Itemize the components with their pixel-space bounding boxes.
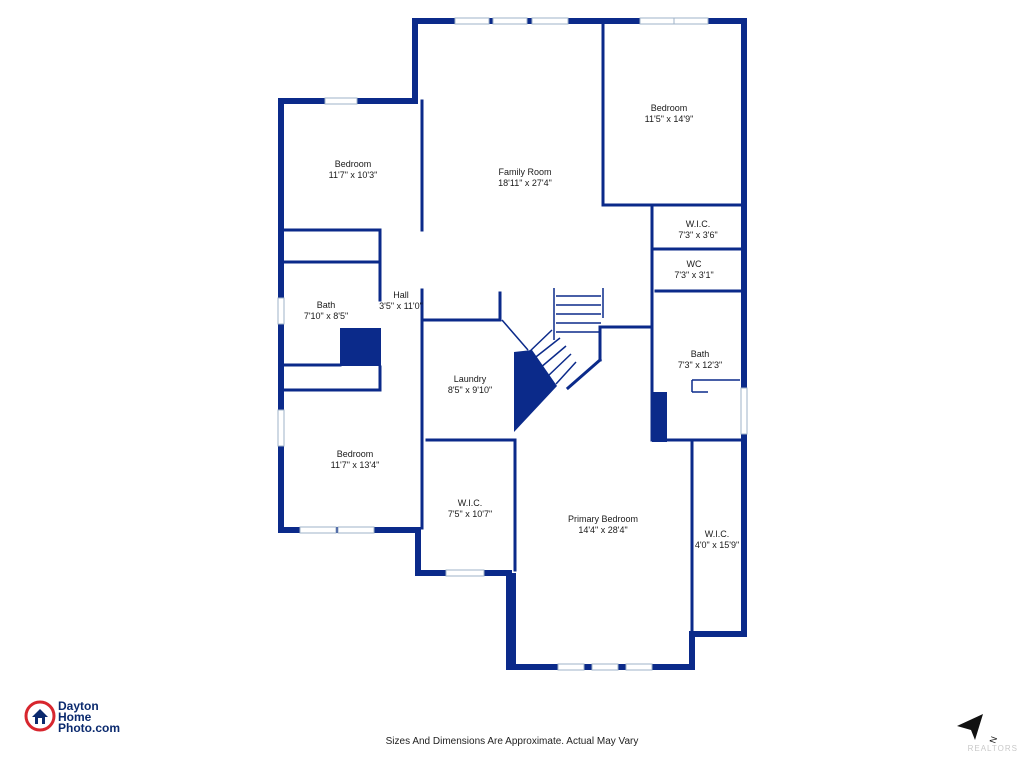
- room-dims: 7'3" x 3'1": [674, 270, 714, 280]
- window: [445, 569, 485, 577]
- room-dims: 8'5" x 9'10": [447, 385, 493, 395]
- solid-wall-bath: [340, 328, 381, 366]
- wall-fills: [340, 328, 667, 667]
- stair-line: [526, 329, 553, 355]
- room-label-wic-2: W.I.C. 7'5" x 10'7": [448, 498, 492, 520]
- room-name: Laundry: [453, 374, 487, 384]
- stair-line: [547, 353, 572, 377]
- room-dims: 14'4" x 28'4": [578, 525, 628, 535]
- logo-line-2: Home: [58, 710, 92, 724]
- window: [277, 297, 285, 325]
- room-label-hall: Hall 3'5" x 11'0": [379, 290, 423, 312]
- window: [557, 663, 585, 671]
- windows: [277, 17, 748, 671]
- house-logo-icon: [24, 700, 56, 732]
- logo-text: Dayton Home Photo.com: [58, 699, 120, 735]
- room-dims: 7'10" x 8'5": [303, 311, 349, 321]
- room-label-bath-1: Bath 7'10" x 8'5": [304, 300, 348, 322]
- room-dims: 11'5" x 14'9": [644, 114, 694, 124]
- compass-label: N: [988, 735, 1000, 745]
- window: [531, 17, 569, 25]
- room-name: WC: [686, 259, 702, 269]
- room-dims: 4'0" x 15'9": [694, 540, 740, 550]
- room-name: Primary Bedroom: [567, 514, 639, 524]
- solid-wall-stair: [514, 350, 557, 432]
- room-name: Bedroom: [650, 103, 688, 113]
- watermark: REALTORS: [967, 744, 1018, 753]
- room-label-bath-2: Bath 7'3" x 12'3": [678, 349, 722, 371]
- stair-line: [501, 319, 529, 351]
- room-dims: 11'7" x 10'3": [328, 170, 378, 180]
- room-label-wic-1: W.I.C. 7'3" x 3'6": [678, 219, 717, 241]
- room-dims: 7'3" x 3'6": [678, 230, 718, 240]
- room-label-laundry: Laundry 8'5" x 9'10": [448, 374, 492, 396]
- window: [454, 17, 490, 25]
- window: [591, 663, 619, 671]
- north-arrow-icon: N: [957, 714, 1000, 745]
- room-label-bedroom-1: Bedroom 11'7" x 10'3": [329, 159, 378, 181]
- room-label-primary-bedroom: Primary Bedroom 14'4" x 28'4": [568, 514, 638, 536]
- room-name: Family Room: [498, 167, 552, 177]
- room-name: W.I.C.: [457, 498, 483, 508]
- room-label-bedroom-3: Bedroom 11'7" x 13'4": [331, 449, 380, 471]
- room-name: Bath: [316, 300, 336, 310]
- window: [492, 17, 528, 25]
- room-name: Bedroom: [334, 159, 372, 169]
- room-name: W.I.C.: [704, 529, 730, 539]
- window: [673, 17, 709, 25]
- window: [740, 387, 748, 435]
- room-dims: 7'3" x 12'3": [677, 360, 723, 370]
- room-name: Bedroom: [336, 449, 374, 459]
- window: [337, 526, 375, 534]
- room-name: Hall: [393, 290, 409, 300]
- room-label-wic-3: W.I.C. 4'0" x 15'9": [695, 529, 739, 551]
- disclaimer: Sizes And Dimensions Are Approximate. Ac…: [385, 736, 639, 747]
- room-dims: 3'5" x 11'0": [379, 301, 423, 311]
- room-dims: 18'11" x 27'4": [498, 178, 552, 188]
- room-name: Bath: [690, 349, 710, 359]
- dayton-home-photo-logo: Dayton Home Photo.com: [24, 698, 154, 738]
- solid-wall-south: [509, 573, 516, 667]
- solid-wall-bath-2: [652, 392, 667, 442]
- room-label-wc: WC 7'3" x 3'1": [674, 259, 713, 281]
- logo-line-1: Dayton: [58, 699, 99, 713]
- room-name: W.I.C.: [685, 219, 711, 229]
- window: [625, 663, 653, 671]
- window: [324, 97, 358, 105]
- window: [299, 526, 337, 534]
- room-label-family-room: Family Room 18'11" x 27'4": [498, 167, 552, 189]
- stair-line: [539, 345, 567, 369]
- window: [277, 409, 285, 447]
- wall: [565, 357, 603, 391]
- logo-line-3: Photo.com: [58, 721, 120, 735]
- room-dims: 11'7" x 13'4": [330, 460, 380, 470]
- window: [639, 17, 675, 25]
- room-label-bedroom-2: Bedroom 11'5" x 14'9": [645, 103, 694, 125]
- room-dims: 7'5" x 10'7": [447, 509, 493, 519]
- stair-line: [531, 337, 561, 361]
- stair-line: [555, 361, 577, 385]
